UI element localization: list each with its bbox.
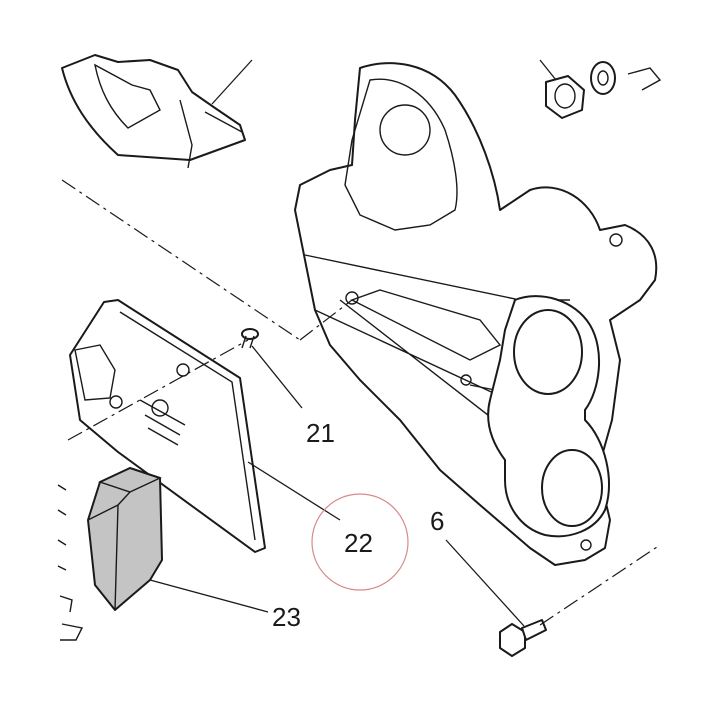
guard-plate-22-part [69,299,341,553]
pad-23-part [87,467,269,613]
left-edge-fragments [57,484,84,641]
upper-bracket-part [61,54,253,169]
callout-23-label: 23 [272,602,301,632]
flange-plate-part [487,295,610,538]
bolt-6-part [445,539,547,657]
nut-washer-part [539,59,662,119]
callout-6-label: 6 [430,506,444,536]
callout-22-label: 22 [344,528,373,558]
alignment-centerlines [61,179,661,626]
highlight-circle [311,493,409,591]
screw-21-part [241,328,303,409]
callout-21-label: 21 [306,418,335,448]
